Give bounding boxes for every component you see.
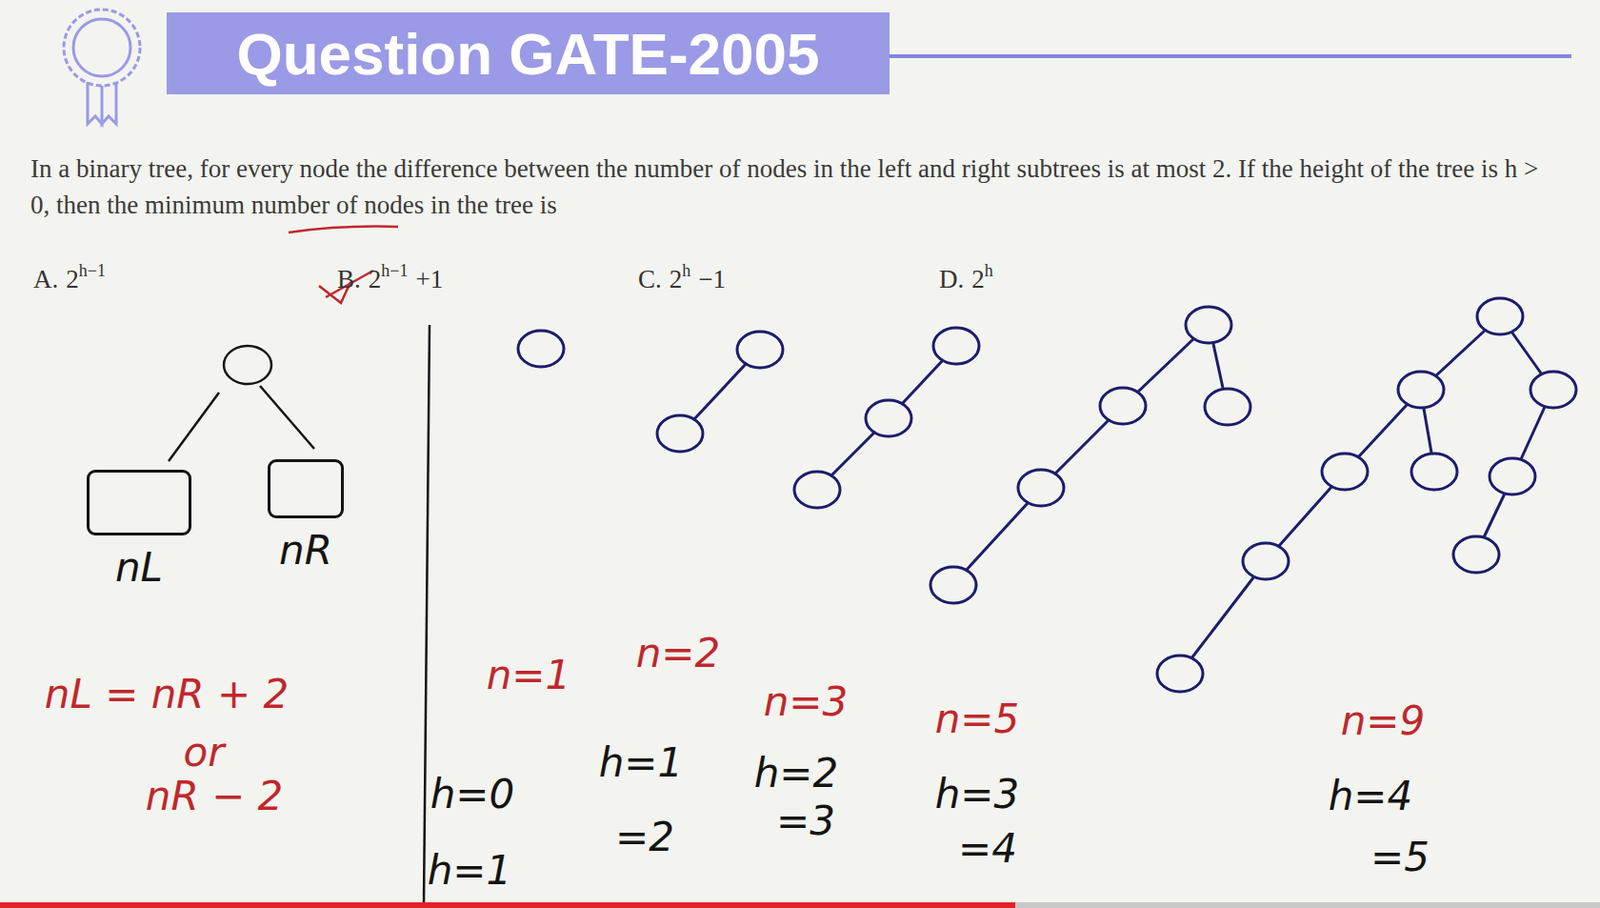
handwritten-note: h=3 bbox=[935, 774, 1020, 815]
tree-edge bbox=[1054, 419, 1110, 475]
tree-circle bbox=[1489, 458, 1536, 495]
title-banner: Question GATE-2005 bbox=[166, 12, 890, 95]
tree-circle bbox=[223, 345, 272, 384]
tree-edge bbox=[1137, 338, 1195, 393]
tree-edge bbox=[1358, 403, 1408, 458]
handwritten-note: n=1 bbox=[486, 655, 572, 696]
title-text: Question GATE-2005 bbox=[236, 20, 820, 88]
badge-outline bbox=[63, 9, 140, 86]
tree-circle bbox=[1411, 453, 1458, 490]
tree-circle bbox=[1321, 453, 1368, 490]
tree-edge bbox=[1191, 576, 1255, 659]
exponent: h−1 bbox=[380, 260, 408, 281]
tree-edge bbox=[1213, 343, 1223, 388]
tree-circle bbox=[1100, 387, 1146, 424]
handwritten-note: h=1 bbox=[599, 742, 684, 783]
exponent: h bbox=[681, 260, 691, 281]
handwritten-note: =4 bbox=[958, 828, 1018, 869]
tree-circle bbox=[1453, 536, 1500, 573]
tree-edge bbox=[693, 362, 747, 420]
tree-edge bbox=[1423, 408, 1432, 453]
handwritten-note: =3 bbox=[776, 800, 836, 841]
badge-inner bbox=[73, 19, 131, 77]
tree-circle bbox=[1185, 306, 1232, 343]
subtree-label: nL bbox=[115, 547, 163, 588]
subtree-box: nL bbox=[86, 469, 192, 536]
subtree-box: nR bbox=[267, 459, 344, 519]
tree-circle bbox=[1157, 655, 1203, 692]
handwritten-note: n=2 bbox=[636, 633, 721, 674]
tree-circle bbox=[737, 331, 783, 368]
exponent: h−1 bbox=[79, 260, 106, 281]
example-trees bbox=[518, 298, 1577, 692]
tree-circle bbox=[930, 566, 977, 603]
tree-circle bbox=[1530, 371, 1577, 408]
ribbon-icon bbox=[63, 9, 140, 124]
option-text: D. bbox=[939, 264, 964, 295]
tree-edge bbox=[1483, 493, 1505, 538]
handwritten-note: h=2 bbox=[754, 753, 840, 794]
handwritten-note: h=4 bbox=[1328, 776, 1414, 817]
tree-circle bbox=[1204, 388, 1251, 425]
handwritten-note: h=1 bbox=[427, 850, 513, 891]
option-text: A. bbox=[33, 264, 59, 295]
divider bbox=[423, 324, 430, 903]
progress-track bbox=[0, 901, 1600, 908]
handwritten-note: n=9 bbox=[1340, 700, 1426, 741]
tree-edge bbox=[260, 385, 315, 449]
question-text: In a binary tree, for every node the dif… bbox=[30, 150, 1545, 223]
tree-circle bbox=[1018, 469, 1064, 506]
option-text: C. bbox=[638, 264, 662, 295]
tree-edge bbox=[1511, 331, 1542, 375]
tree-edge bbox=[1435, 329, 1486, 377]
tree-circle bbox=[1398, 371, 1444, 408]
handwritten-note: nL = nR + 2 bbox=[44, 674, 289, 715]
tree-edge bbox=[168, 392, 220, 461]
exponent: h bbox=[984, 260, 994, 281]
handwritten-note: h=0 bbox=[430, 774, 516, 815]
tree-edge bbox=[1278, 485, 1333, 547]
header-rule bbox=[889, 54, 1572, 59]
answer-option: A.2h−1 bbox=[33, 264, 106, 295]
option-text: 2 bbox=[971, 264, 985, 295]
tree-circle bbox=[794, 471, 840, 508]
option-text: B. bbox=[337, 264, 361, 295]
tree-edge bbox=[901, 360, 943, 404]
subtree-label: nR bbox=[279, 530, 333, 571]
tree-circle bbox=[865, 400, 912, 437]
answer-option: D.2h bbox=[939, 264, 994, 295]
tree-circle bbox=[1242, 542, 1289, 580]
tree-circle bbox=[933, 327, 980, 364]
left-tree bbox=[168, 345, 315, 461]
option-text: 2 bbox=[669, 264, 683, 295]
handwritten-note: n=5 bbox=[935, 699, 1020, 740]
option-text: +1 bbox=[415, 264, 443, 295]
handwritten-note: or bbox=[183, 732, 225, 773]
tree-circle bbox=[657, 415, 703, 452]
option-text: 2 bbox=[65, 264, 80, 295]
tree-circle bbox=[1477, 298, 1523, 335]
tree-edge bbox=[965, 501, 1029, 571]
handwritten-note: nR − 2 bbox=[145, 776, 283, 817]
progress-bar bbox=[0, 901, 1016, 908]
answer-option: B.2h−1+1 bbox=[337, 264, 443, 295]
handwritten-note: n=3 bbox=[763, 681, 849, 722]
tree-circle bbox=[518, 330, 564, 367]
answer-option: C.2h−1 bbox=[638, 264, 726, 295]
tree-edge bbox=[830, 431, 876, 477]
option-text: −1 bbox=[698, 264, 726, 295]
tree-edge bbox=[1520, 406, 1545, 460]
handwritten-note: =5 bbox=[1370, 837, 1430, 878]
underline bbox=[288, 226, 399, 233]
handwritten-note: =2 bbox=[615, 817, 675, 858]
badge-ribbon bbox=[87, 81, 117, 124]
option-text: 2 bbox=[368, 264, 382, 295]
